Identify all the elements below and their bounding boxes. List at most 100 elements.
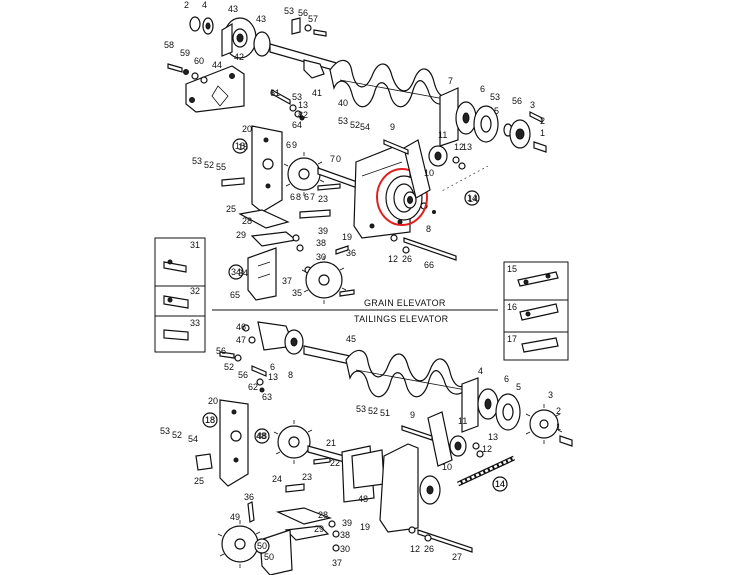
svg-text:13: 13 (462, 142, 472, 152)
lower-circled-callouts: 18 48 14 50 (202, 412, 508, 554)
svg-text:18: 18 (205, 415, 215, 425)
svg-text:6: 6 (270, 362, 275, 372)
svg-text:56: 56 (298, 8, 308, 18)
svg-text:61: 61 (270, 88, 280, 98)
svg-text:8: 8 (296, 192, 301, 202)
svg-text:25: 25 (226, 204, 236, 214)
svg-text:55: 55 (216, 162, 226, 172)
svg-text:28: 28 (242, 216, 252, 226)
lower-auger (345, 349, 469, 398)
svg-text:2: 2 (556, 406, 561, 416)
svg-text:62: 62 (248, 382, 258, 392)
svg-text:40: 40 (338, 98, 348, 108)
svg-text:63: 63 (262, 392, 272, 402)
svg-text:12: 12 (388, 254, 398, 264)
svg-text:39: 39 (342, 518, 352, 528)
svg-text:5: 5 (516, 382, 521, 392)
inset-left-31: 31 (190, 240, 200, 250)
svg-text:64: 64 (292, 120, 302, 130)
svg-text:45: 45 (346, 334, 356, 344)
svg-text:2: 2 (184, 0, 189, 10)
svg-text:54: 54 (360, 122, 370, 132)
inset-right-16: 16 (507, 302, 517, 312)
svg-text:30: 30 (340, 544, 350, 554)
svg-text:60: 60 (194, 56, 204, 66)
svg-text:10: 10 (424, 168, 434, 178)
callout-18-upper: 18 (235, 141, 245, 151)
svg-text:20: 20 (242, 124, 252, 134)
svg-text:13: 13 (268, 372, 278, 382)
upper-sprocket-lower (301, 256, 347, 304)
svg-text:34: 34 (238, 268, 248, 278)
inset-right: 15 16 17 (503, 261, 569, 361)
svg-text:53: 53 (490, 92, 500, 102)
svg-text:14: 14 (495, 479, 505, 489)
svg-text:26: 26 (424, 544, 434, 554)
callout-34-upper: 34 (231, 267, 241, 277)
svg-text:65: 65 (230, 290, 240, 300)
svg-text:52: 52 (224, 362, 234, 372)
svg-text:44: 44 (212, 60, 222, 70)
inset-left: 31 32 33 (154, 237, 206, 353)
svg-text:4: 4 (202, 0, 207, 10)
svg-text:35: 35 (292, 288, 302, 298)
svg-text:9: 9 (410, 410, 415, 420)
svg-text:53: 53 (192, 156, 202, 166)
svg-text:38: 38 (316, 238, 326, 248)
svg-text:6: 6 (480, 84, 485, 94)
svg-text:23: 23 (302, 472, 312, 482)
svg-text:19: 19 (360, 522, 370, 532)
svg-text:9: 9 (390, 122, 395, 132)
svg-text:57: 57 (308, 14, 318, 24)
svg-text:58: 58 (164, 40, 174, 50)
svg-text:6: 6 (286, 140, 291, 150)
svg-text:11: 11 (438, 130, 447, 140)
svg-text:14: 14 (495, 479, 505, 489)
svg-text:1: 1 (556, 422, 561, 432)
upper-circled-callouts: 18 14 34 (228, 138, 480, 280)
svg-text:56: 56 (238, 370, 248, 380)
svg-text:12: 12 (454, 142, 464, 152)
svg-text:5: 5 (494, 106, 499, 116)
svg-text:48: 48 (256, 431, 266, 441)
svg-text:18: 18 (238, 142, 248, 152)
svg-text:52: 52 (172, 430, 182, 440)
tailings-elevator-assembly (195, 321, 573, 575)
lower-sprocket-right (525, 404, 563, 444)
svg-text:1: 1 (540, 128, 545, 138)
svg-text:14: 14 (468, 194, 478, 204)
tailings-elevator-label: TAILINGS ELEVATOR (354, 314, 449, 324)
lower-sprocket-left (273, 420, 315, 464)
svg-text:12: 12 (410, 544, 420, 554)
svg-text:56: 56 (512, 96, 522, 106)
svg-text:52: 52 (368, 406, 378, 416)
svg-text:37: 37 (332, 558, 342, 568)
svg-text:50: 50 (257, 541, 267, 551)
svg-text:47: 47 (236, 335, 246, 345)
svg-text:54: 54 (188, 434, 198, 444)
svg-text:41: 41 (312, 88, 322, 98)
inset-right-15: 15 (507, 264, 517, 274)
svg-text:30: 30 (316, 252, 326, 262)
svg-text:3: 3 (548, 390, 553, 400)
inset-left-32: 32 (190, 286, 200, 296)
svg-text:43: 43 (228, 4, 238, 14)
inset-left-33: 33 (190, 318, 200, 328)
svg-text:10: 10 (442, 462, 452, 472)
svg-text:6: 6 (290, 192, 295, 202)
svg-text:11: 11 (458, 416, 467, 426)
callout-14-upper: 14 (467, 193, 477, 203)
grain-elevator-label: GRAIN ELEVATOR (364, 298, 446, 308)
svg-text:9: 9 (292, 140, 297, 150)
svg-text:38: 38 (340, 530, 350, 540)
svg-text:24: 24 (272, 474, 282, 484)
svg-text:2: 2 (540, 116, 545, 126)
svg-text:49: 49 (230, 512, 240, 522)
svg-text:22: 22 (330, 458, 340, 468)
svg-text:19: 19 (342, 232, 352, 242)
svg-text:26: 26 (402, 254, 412, 264)
upper-callout-numbers: 2 4 43 43 53 56 57 58 59 60 44 42 61 53 … (164, 0, 545, 300)
svg-text:23: 23 (318, 194, 328, 204)
upper-sprocket-left (283, 152, 325, 196)
